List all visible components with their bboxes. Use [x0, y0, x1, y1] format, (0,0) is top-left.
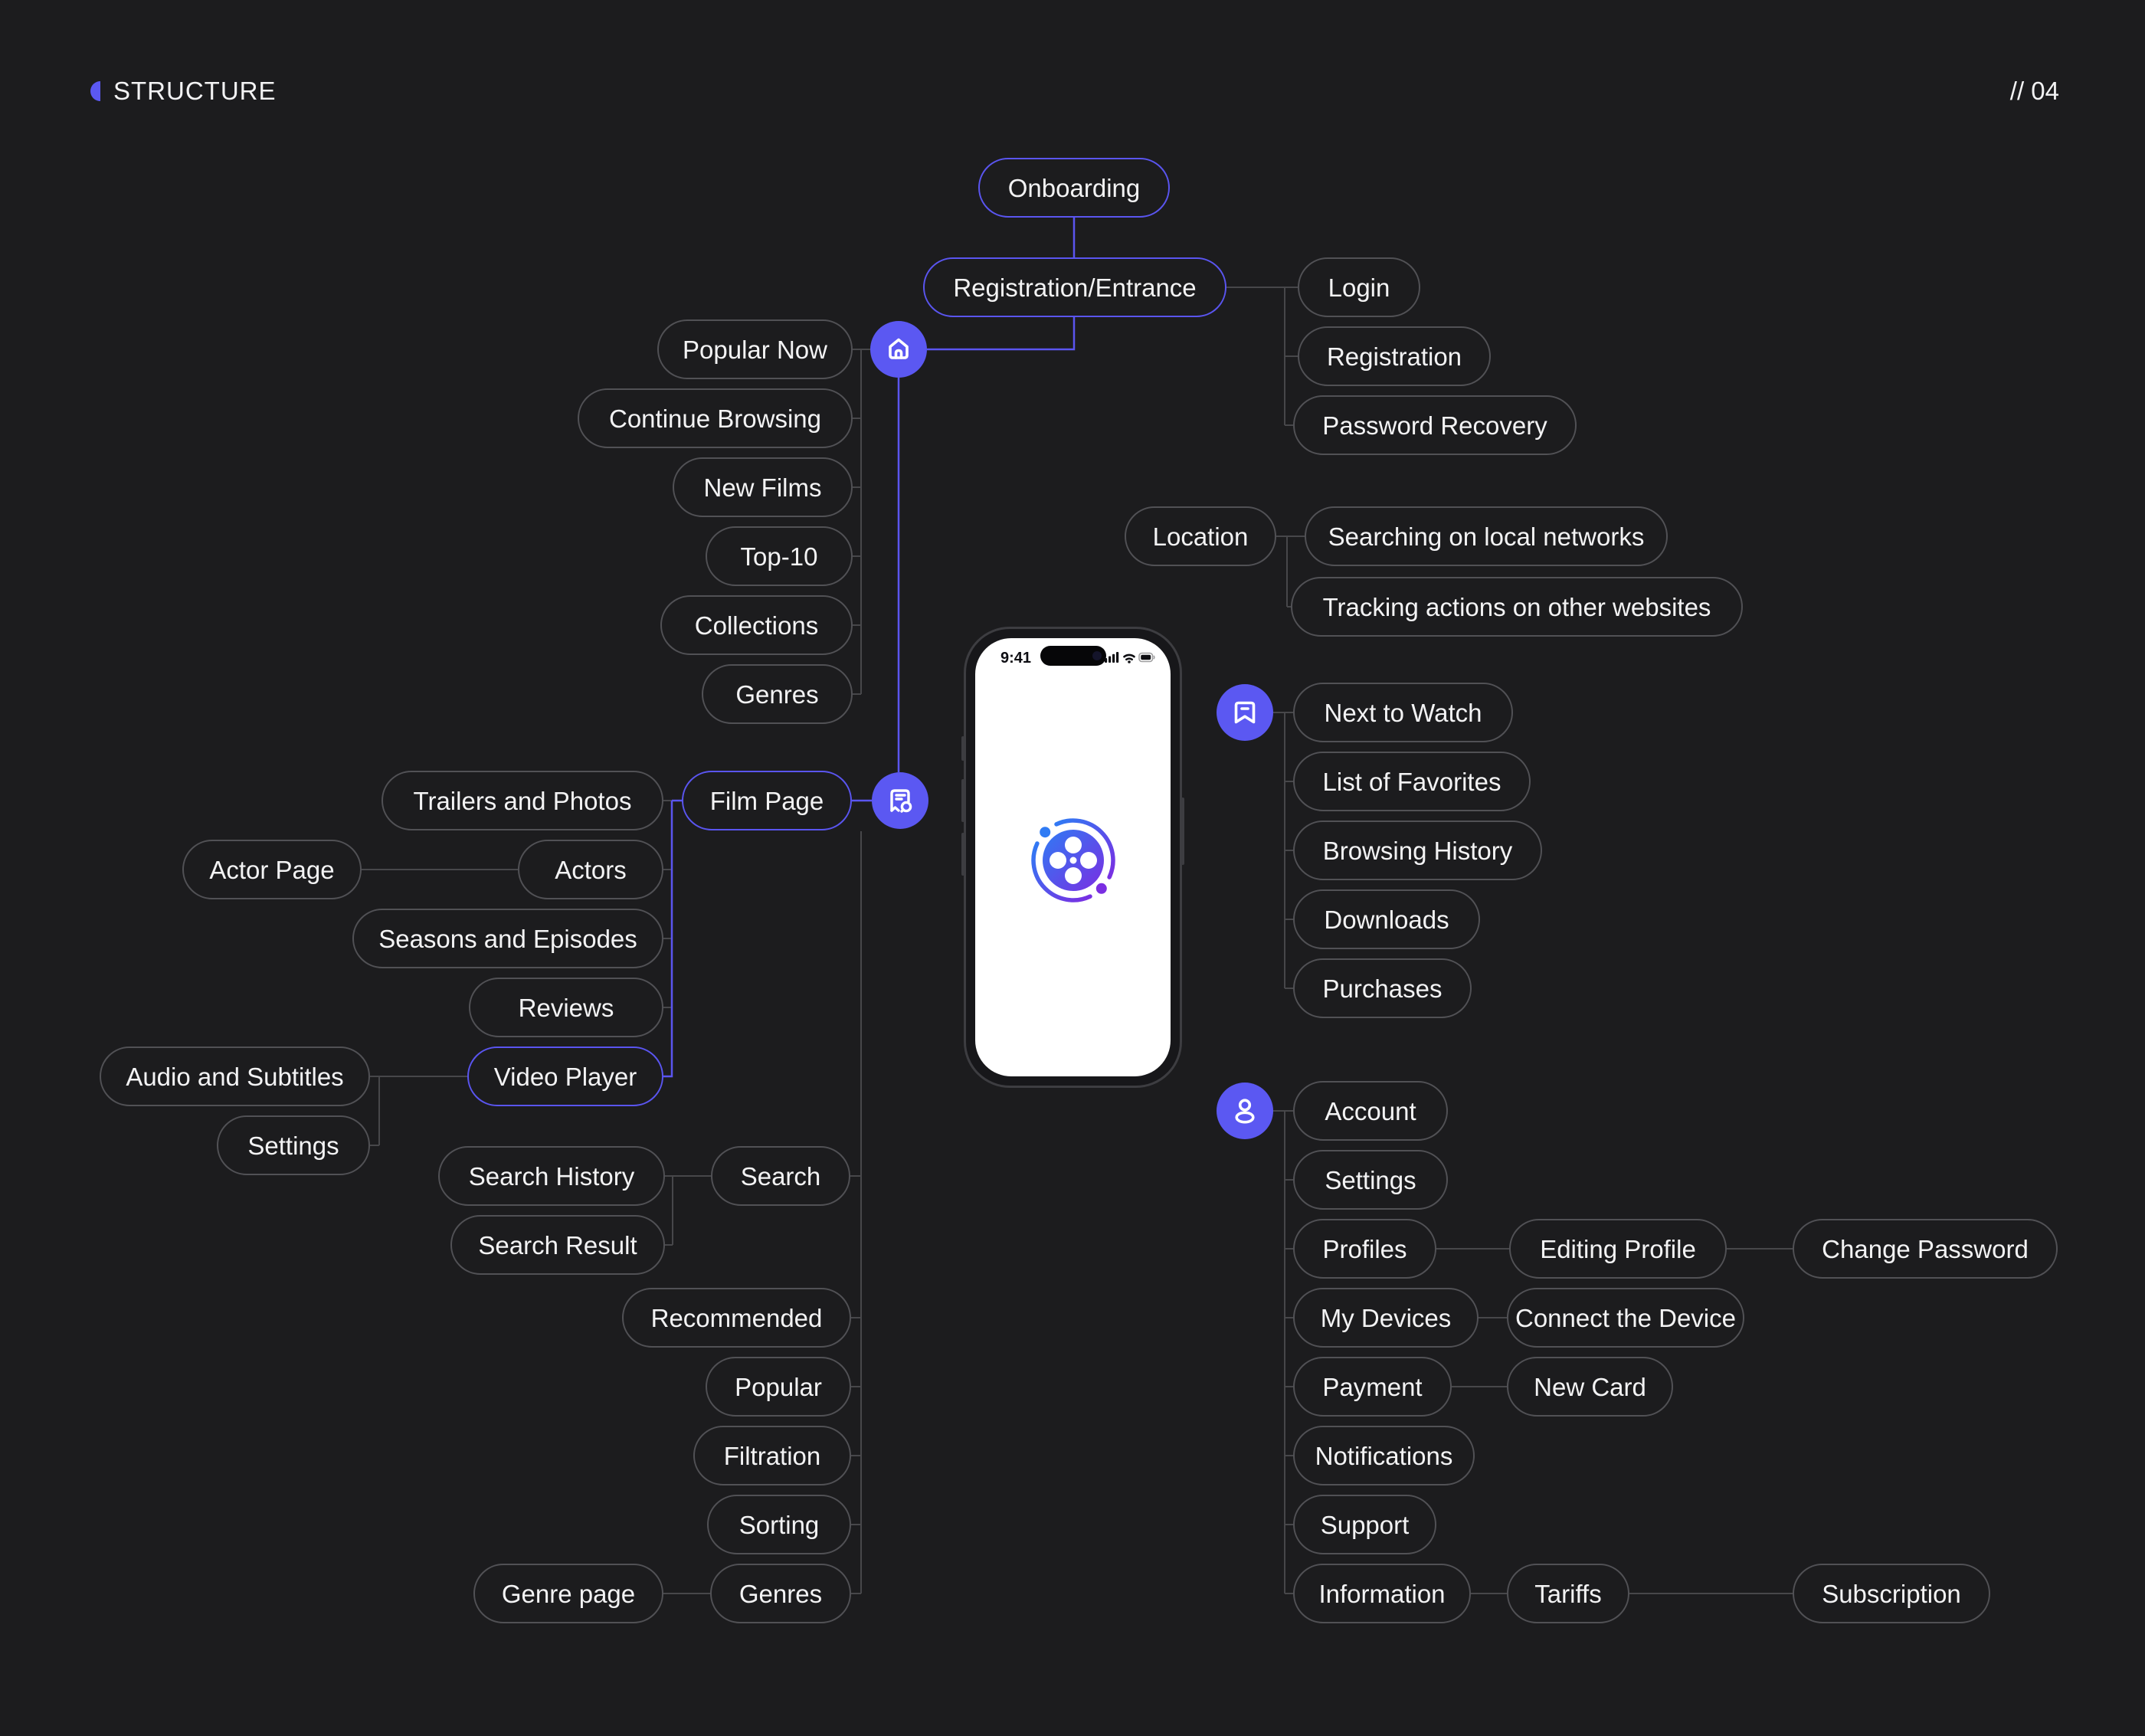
node-payment: Payment — [1293, 1357, 1452, 1417]
phone-mockup: 9:41 — [961, 627, 1184, 1088]
signal-icon — [1105, 658, 1108, 663]
node-password-recovery: Password Recovery — [1293, 395, 1577, 455]
node-reviews: Reviews — [469, 978, 663, 1037]
node-genre-page: Genre page — [473, 1564, 663, 1623]
phone-volume-up-button — [961, 779, 964, 822]
page-number: // 04 — [2009, 77, 2059, 105]
node-collections: Collections — [660, 595, 853, 655]
node-actors: Actors — [518, 840, 663, 899]
film-reel-orbit-logo — [1030, 818, 1115, 902]
phone-power-button — [1181, 798, 1184, 865]
node-notifications: Notifications — [1293, 1426, 1475, 1485]
node-recommended: Recommended — [622, 1288, 851, 1348]
slide-header: STRUCTURE — [90, 77, 277, 106]
node-top-10: Top-10 — [706, 526, 853, 586]
accent-connectors — [663, 218, 1076, 1078]
node-new-card: New Card — [1507, 1357, 1673, 1417]
gray-connectors — [362, 287, 1793, 1594]
node-popular: Popular — [706, 1357, 851, 1417]
node-login: Login — [1298, 257, 1420, 317]
slide-title: STRUCTURE — [113, 77, 277, 105]
node-information: Information — [1293, 1564, 1471, 1623]
wifi-icon — [1123, 653, 1135, 661]
node-location: Location — [1125, 506, 1276, 566]
node-genres-search: Genres — [710, 1564, 851, 1623]
node-browsing-history: Browsing History — [1293, 821, 1542, 880]
phone-mute-switch — [961, 736, 964, 761]
node-support: Support — [1293, 1495, 1436, 1554]
node-next-to-watch: Next to Watch — [1293, 683, 1513, 742]
status-time: 9:41 — [1000, 650, 1032, 667]
phone-screen: 9:41 — [975, 638, 1171, 1076]
node-seasons-episodes: Seasons and Episodes — [352, 909, 663, 968]
node-change-password: Change Password — [1793, 1219, 2058, 1279]
node-subscription: Subscription — [1793, 1564, 1990, 1623]
node-settings-account: Settings — [1293, 1150, 1448, 1210]
node-registration-entrance: Registration/Entrance — [923, 257, 1226, 317]
node-actor-page: Actor Page — [182, 840, 362, 899]
home-icon — [870, 321, 927, 378]
node-genres-home: Genres — [702, 664, 853, 724]
node-onboarding: Onboarding — [978, 158, 1170, 218]
node-trailers-photos: Trailers and Photos — [382, 771, 663, 830]
node-tracking-actions: Tracking actions on other websites — [1291, 577, 1743, 637]
node-search-result: Search Result — [450, 1215, 665, 1275]
node-tariffs: Tariffs — [1507, 1564, 1629, 1623]
node-list-of-favorites: List of Favorites — [1293, 752, 1531, 811]
user-icon — [1217, 1083, 1273, 1139]
node-audio-subtitles: Audio and Subtitles — [100, 1047, 370, 1106]
node-filtration: Filtration — [693, 1426, 851, 1485]
node-editing-profile: Editing Profile — [1509, 1219, 1727, 1279]
node-account: Account — [1293, 1081, 1448, 1141]
bookmark-icon — [1217, 684, 1273, 741]
node-player-settings: Settings — [217, 1115, 370, 1175]
camera-icon — [1092, 651, 1102, 660]
battery-icon — [1138, 652, 1155, 663]
node-popular-now: Popular Now — [657, 319, 853, 379]
phone-volume-down-button — [961, 833, 964, 876]
node-search-history: Search History — [438, 1146, 665, 1206]
node-search: Search — [711, 1146, 850, 1206]
dynamic-island — [1040, 646, 1106, 666]
node-my-devices: My Devices — [1293, 1288, 1479, 1348]
node-video-player: Video Player — [467, 1047, 663, 1106]
status-icons — [1105, 652, 1155, 663]
node-purchases: Purchases — [1293, 958, 1472, 1018]
node-continue-browsing: Continue Browsing — [578, 388, 853, 448]
node-searching-local: Searching on local networks — [1305, 506, 1668, 566]
node-sorting: Sorting — [707, 1495, 851, 1554]
node-profiles: Profiles — [1293, 1219, 1436, 1279]
node-registration: Registration — [1298, 326, 1491, 386]
node-film-page: Film Page — [682, 771, 852, 830]
node-new-films: New Films — [673, 457, 853, 517]
node-connect-device: Connect the Device — [1507, 1288, 1744, 1348]
node-downloads: Downloads — [1293, 889, 1480, 949]
film-page-search-icon — [872, 772, 928, 829]
half-circle-bullet-icon — [90, 81, 100, 101]
